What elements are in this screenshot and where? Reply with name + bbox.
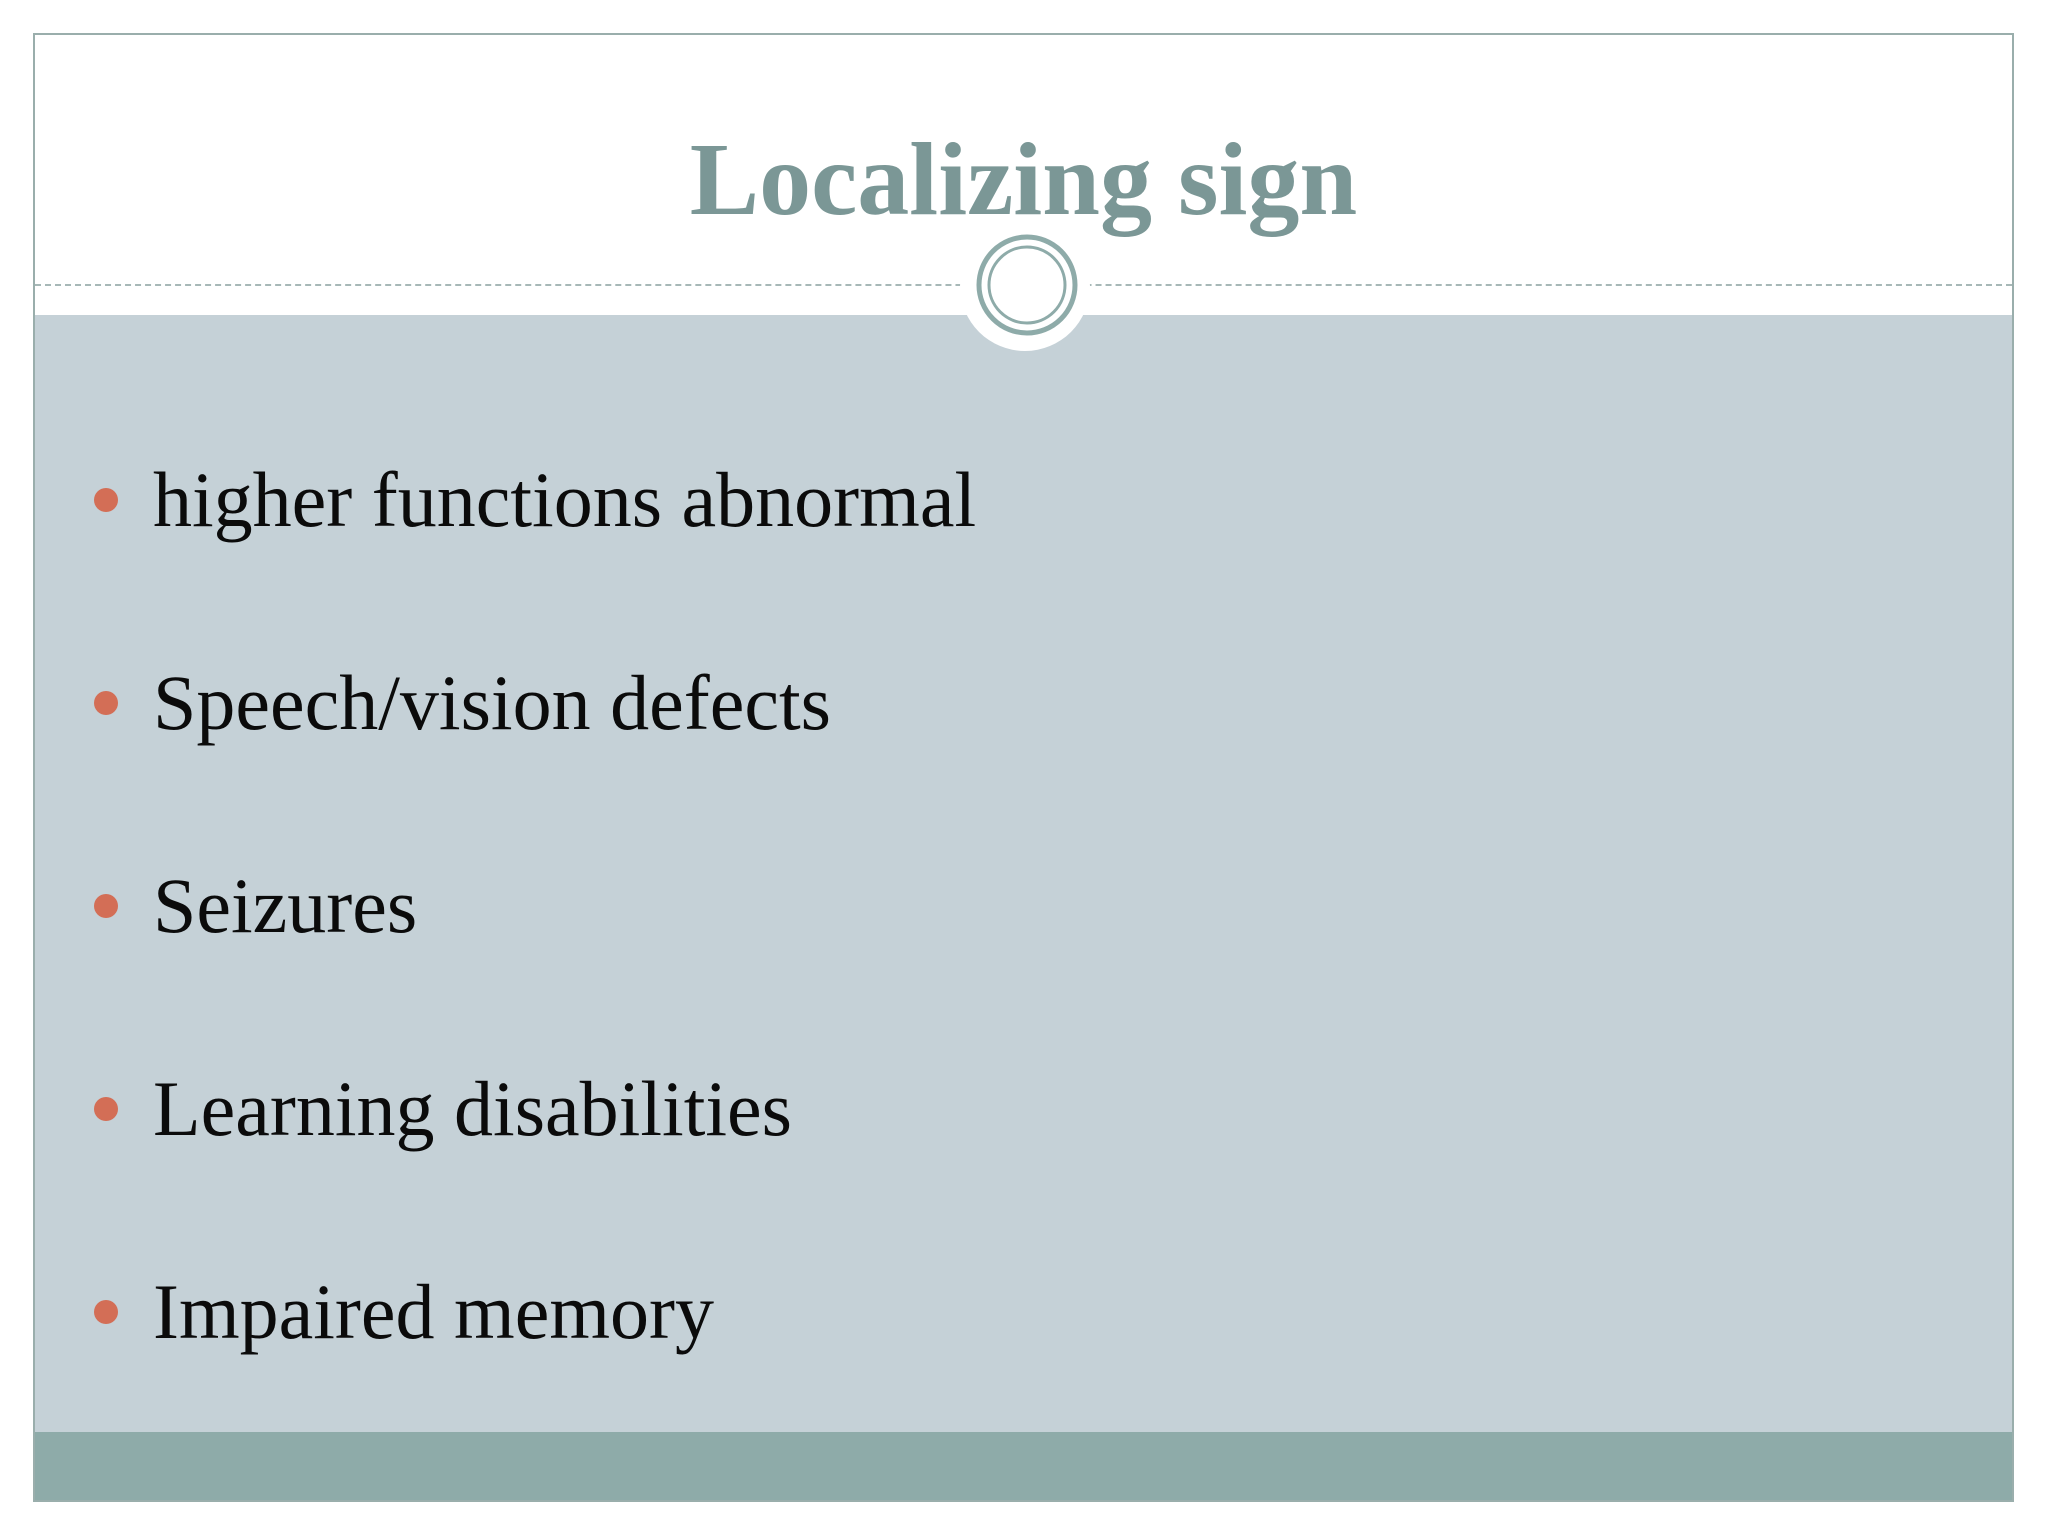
list-item: Seizures xyxy=(35,861,2012,951)
bullet-dot-icon xyxy=(94,488,118,512)
bullet-dot-icon xyxy=(94,691,118,715)
list-item: Speech/vision defects xyxy=(35,658,2012,748)
bullet-text: Learning disabilities xyxy=(153,1065,793,1152)
slide: Localizing sign higher functions abnorma… xyxy=(33,33,2014,1502)
slide-title: Localizing sign xyxy=(689,122,1358,237)
slide-content-area xyxy=(35,315,2012,1463)
double-circle-ornament-icon xyxy=(976,234,1078,336)
bullet-text: higher functions abnormal xyxy=(153,456,977,543)
bullet-dot-icon xyxy=(94,1097,118,1121)
list-item: Learning disabilities xyxy=(35,1064,2012,1154)
list-item: higher functions abnormal xyxy=(35,455,2012,545)
bullet-dot-icon xyxy=(94,894,118,918)
footer-band xyxy=(35,1432,2012,1500)
bullet-text: Speech/vision defects xyxy=(153,659,831,746)
list-item: Impaired memory xyxy=(35,1267,2012,1357)
bullet-text: Impaired memory xyxy=(153,1268,714,1355)
bullet-text: Seizures xyxy=(153,862,418,949)
bullet-dot-icon xyxy=(94,1300,118,1324)
